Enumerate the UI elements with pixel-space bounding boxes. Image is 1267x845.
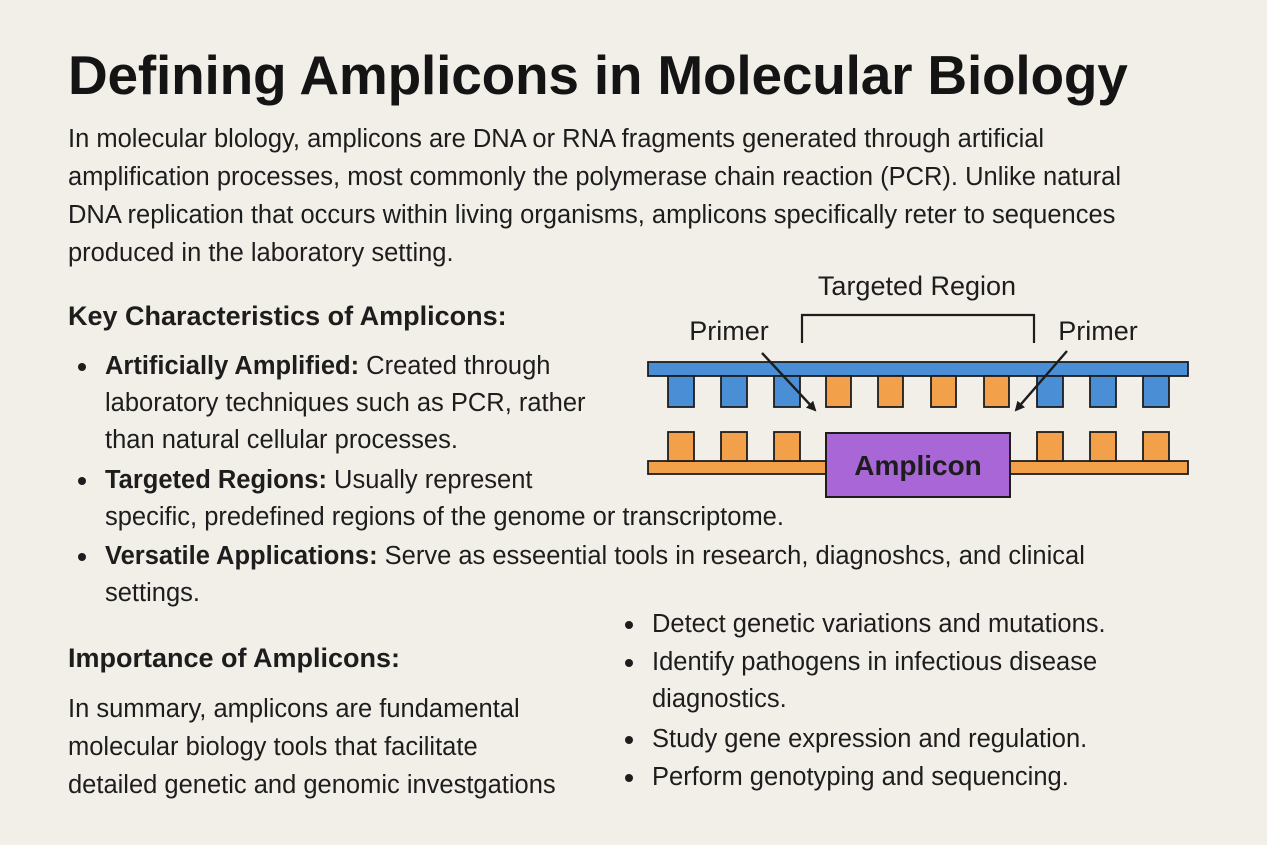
key-item-text: specific, predefined regions of the geno… xyxy=(105,503,784,531)
bullet-dot-icon xyxy=(625,621,633,629)
primer-right-arrow-icon xyxy=(1014,350,1068,412)
top-base xyxy=(667,375,695,408)
key-item-term: Artificially Amplified: xyxy=(105,352,360,380)
key-item-text: laboratory techniques such as PCR, rathe… xyxy=(105,389,586,417)
primer-right-label: Primer xyxy=(1058,316,1138,346)
primer-left-label: Primer xyxy=(689,316,769,346)
bullet-dot-icon xyxy=(625,736,633,744)
amplicon-label: Amplicon xyxy=(854,450,982,481)
bottom-base xyxy=(667,431,695,462)
page-title: Defining Amplicons in Molecular Biology xyxy=(68,44,1128,106)
key-item-term: Targeted Regions: xyxy=(105,466,327,494)
key-item-text: Created through xyxy=(359,352,551,380)
application-text: Identify pathogens in infectious disease xyxy=(652,648,1098,676)
importance-heading: Importance of Amplicons: xyxy=(68,643,401,673)
bottom-strand-bases xyxy=(667,431,1170,462)
key-item-artificially-amplified: Artificially Amplified: Created through … xyxy=(78,348,645,459)
bullet-dot-icon xyxy=(78,477,86,485)
summary-line: detailed genetic and genomic investgatio… xyxy=(68,771,556,799)
top-base xyxy=(983,375,1010,408)
bullet-dot-icon xyxy=(78,363,86,371)
key-item-text: than natural cellular processes. xyxy=(105,426,458,454)
top-base xyxy=(1142,375,1170,408)
bottom-base xyxy=(1036,431,1064,462)
top-base xyxy=(1089,375,1117,408)
top-strand-backbone xyxy=(647,361,1189,377)
bottom-base xyxy=(1142,431,1170,462)
application-item: Identify pathogens in infectious disease… xyxy=(625,644,1212,718)
top-base xyxy=(720,375,748,408)
intro-paragraph: In molecular blology, amplicons are DNA … xyxy=(68,125,1122,267)
targeted-region-label: Targeted Region xyxy=(818,271,1016,301)
application-text: Study gene expression and regulation. xyxy=(652,725,1088,753)
application-text: Detect genetic variations and mutations. xyxy=(652,610,1106,638)
bottom-base xyxy=(773,431,801,462)
bullet-dot-icon xyxy=(625,774,633,782)
targeted-region-bracket xyxy=(800,313,1036,343)
key-item-versatile-applications: Versatile Applications: Serve as esseent… xyxy=(78,538,1205,612)
summary-paragraph: In summary, amplicons are fundamental mo… xyxy=(68,690,628,804)
bottom-base xyxy=(1089,431,1117,462)
application-item: Detect genetic variations and mutations. xyxy=(625,606,1212,643)
application-text: Perform genotyping and sequencing. xyxy=(652,763,1069,791)
primer-left-arrow-icon xyxy=(761,352,817,412)
bullet-dot-icon xyxy=(78,553,86,561)
top-base xyxy=(930,375,957,408)
top-strand-bases xyxy=(667,375,1170,408)
key-item-targeted-regions: Targeted Regions: Usually represent spec… xyxy=(78,462,1005,536)
key-item-term: Versatile Applications: xyxy=(105,542,378,570)
key-item-text: Usually represent xyxy=(326,466,533,494)
bottom-base xyxy=(720,431,748,462)
amplicon-box xyxy=(825,432,1011,498)
application-item: Study gene expression and regulation. xyxy=(625,721,1212,758)
bullet-dot-icon xyxy=(625,659,633,667)
key-characteristics-heading: Key Characteristics of Amplicons: xyxy=(68,301,507,331)
summary-line: In summary, amplicons are fundamental xyxy=(68,695,520,723)
summary-line: molecular biology tools that facilitate xyxy=(68,733,478,761)
application-item: Perform genotyping and sequencing. xyxy=(625,759,1212,796)
key-item-text: Serve as esseential tools in research, d… xyxy=(377,542,1085,570)
key-item-text: settings. xyxy=(105,579,200,607)
application-text: diagnostics. xyxy=(652,685,787,713)
top-base xyxy=(877,375,904,408)
top-base xyxy=(825,375,852,408)
